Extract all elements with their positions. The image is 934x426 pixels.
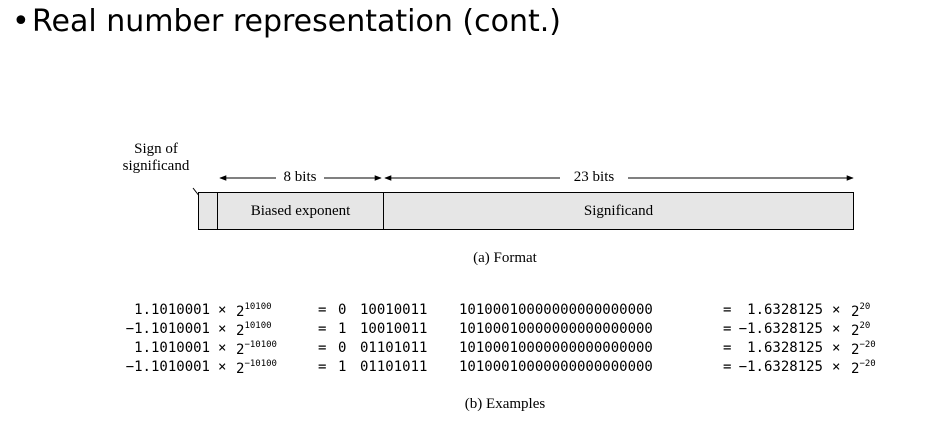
example-power: 210100	[236, 302, 272, 320]
equals-symbol: =	[318, 359, 327, 375]
format-caption: (a) Format	[473, 250, 537, 266]
equals-symbol: =	[318, 321, 327, 337]
slide-title-text: Real number representation (cont.)	[32, 4, 561, 39]
times-symbol: ×	[218, 321, 227, 337]
example-power: 210100	[236, 321, 272, 339]
example-sign-bit: 1	[338, 321, 347, 337]
example-power: 2−10100	[236, 359, 277, 377]
example-row: 1.1010001 × 2−10100 = 0 01101011 1010001…	[0, 340, 934, 360]
example-decimal: 1.6328125	[747, 340, 823, 356]
examples-caption: (b) Examples	[464, 396, 546, 412]
example-value: −1.1010001	[125, 359, 210, 375]
sign-bit-field	[199, 193, 218, 229]
example-row: −1.1010001 × 210100 = 1 10010011 1010001…	[0, 321, 934, 341]
equals-symbol: =	[723, 359, 732, 375]
equals-symbol: =	[318, 340, 327, 356]
examples-table: 1.1010001 × 210100 = 0 10010011 10100010…	[0, 302, 934, 392]
example-significand-bits: 10100010000000000000000	[459, 302, 653, 318]
times-symbol: ×	[218, 359, 227, 375]
slide-title: •Real number representation (cont.)	[12, 2, 561, 42]
times-symbol: ×	[832, 302, 841, 318]
example-row: −1.1010001 × 2−10100 = 1 01101011 101000…	[0, 359, 934, 379]
times-symbol: ×	[218, 340, 227, 356]
example-decimal-power: 2−20	[851, 340, 876, 358]
biased-exponent-field: Biased exponent	[218, 193, 384, 229]
significand-field: Significand	[583, 202, 654, 219]
times-symbol: ×	[832, 321, 841, 337]
sign-label-line1: Sign of	[134, 141, 178, 157]
times-symbol: ×	[832, 359, 841, 375]
example-value: 1.1010001	[134, 302, 210, 318]
example-sign-bit: 1	[338, 359, 347, 375]
example-exponent-bits: 01101011	[360, 340, 428, 356]
significand-bits-label: 23 bits	[573, 169, 615, 185]
example-exponent-bits: 10010011	[360, 302, 428, 318]
example-value: −1.1010001	[125, 321, 210, 337]
example-power: 2−10100	[236, 340, 277, 358]
example-significand-bits: 10100010000000000000000	[459, 321, 653, 337]
example-sign-bit: 0	[338, 302, 347, 318]
sign-of-significand-label: Sign of significand	[108, 141, 204, 175]
sign-label-line2: significand	[122, 158, 190, 174]
format-box: Biased exponent Significand	[198, 192, 854, 230]
bullet-icon: •	[12, 4, 30, 39]
equals-symbol: =	[723, 302, 732, 318]
equals-symbol: =	[318, 302, 327, 318]
example-decimal: −1.6328125	[738, 321, 823, 337]
equals-symbol: =	[723, 340, 732, 356]
example-significand-bits: 10100010000000000000000	[459, 359, 653, 375]
example-decimal-power: 220	[851, 321, 871, 339]
example-decimal: 1.6328125	[747, 302, 823, 318]
example-row: 1.1010001 × 210100 = 0 10010011 10100010…	[0, 302, 934, 322]
example-exponent-bits: 10010011	[360, 321, 428, 337]
times-symbol: ×	[218, 302, 227, 318]
example-exponent-bits: 01101011	[360, 359, 428, 375]
example-significand-bits: 10100010000000000000000	[459, 340, 653, 356]
example-value: 1.1010001	[134, 340, 210, 356]
exponent-bits-label: 8 bits	[283, 169, 317, 185]
equals-symbol: =	[723, 321, 732, 337]
times-symbol: ×	[832, 340, 841, 356]
example-decimal-power: 2−20	[851, 359, 876, 377]
example-sign-bit: 0	[338, 340, 347, 356]
example-decimal: −1.6328125	[738, 359, 823, 375]
example-decimal-power: 220	[851, 302, 871, 320]
